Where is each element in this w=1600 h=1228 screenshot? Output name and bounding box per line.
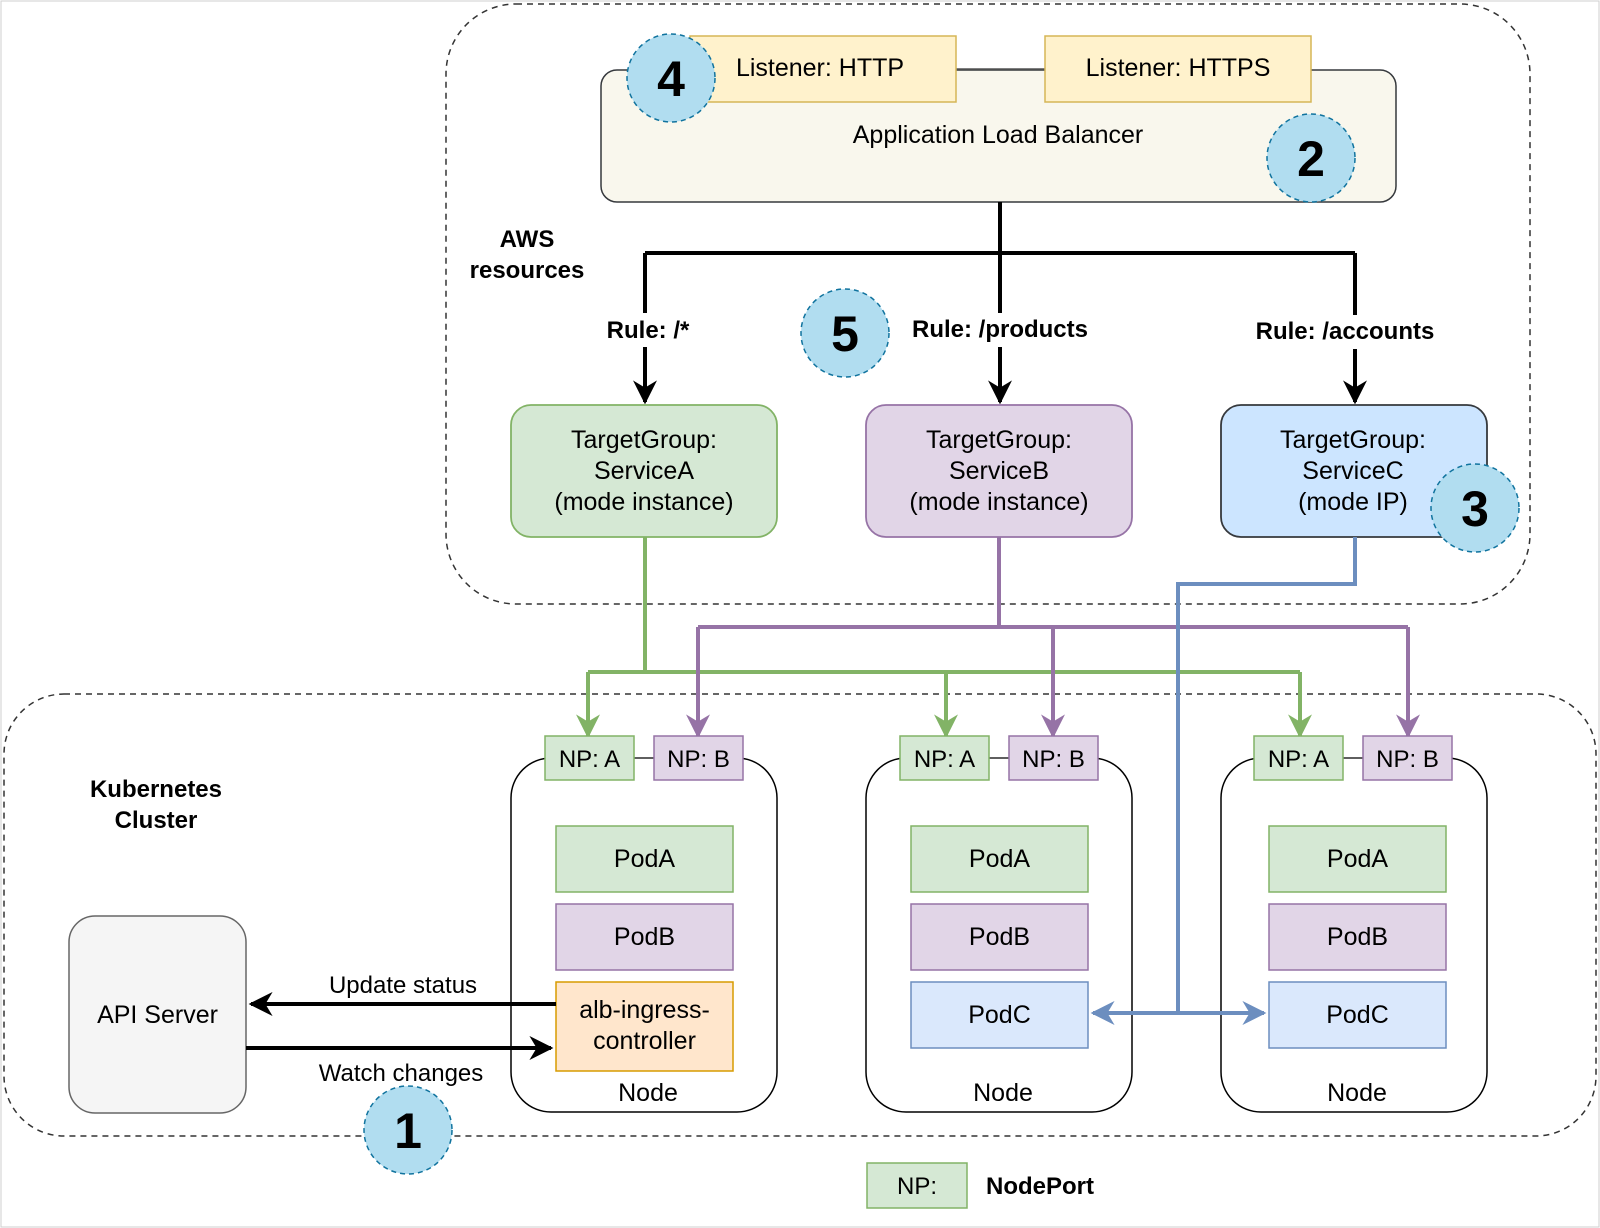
n3-node-label: Node: [1327, 1079, 1387, 1107]
tg-c-line2: ServiceC: [1302, 457, 1403, 485]
step-badge-4: 4: [626, 33, 716, 123]
n1-pod-a: [555, 825, 734, 893]
k8s-group-label-line1: Kubernetes: [90, 776, 222, 803]
n2-pod-a: [910, 825, 1089, 893]
n1-node-label: Node: [618, 1079, 678, 1107]
step-1-number: 1: [394, 1103, 422, 1159]
step-badge-1: 1: [363, 1085, 453, 1175]
alb-ingress-controller: [555, 981, 734, 1072]
legend-text: NodePort: [986, 1173, 1094, 1200]
step-5-number: 5: [831, 306, 859, 362]
controller-label-line2: controller: [593, 1027, 696, 1055]
tg-b-line1: TargetGroup:: [926, 426, 1072, 454]
api-server: [68, 915, 247, 1114]
service-b-routing: [686, 537, 1420, 739]
aws-group-label-line1: AWS: [500, 226, 555, 253]
n1-nodeport-b-label: NP: B: [667, 746, 730, 773]
step-4-number: 4: [657, 51, 685, 107]
n2-pod-a-label: PodA: [969, 845, 1030, 873]
n2-nodeport-a-label: NP: A: [914, 746, 975, 773]
n1-pod-b-label: PodB: [614, 923, 675, 951]
tg-c-line3: (mode IP): [1298, 488, 1408, 516]
n2-pod-c: [910, 981, 1089, 1049]
rule-a-label: Rule: /*: [607, 317, 690, 344]
rule-b-bg: [900, 313, 1100, 347]
n3-pod-a: [1268, 825, 1447, 893]
n2-pod-b-label: PodB: [969, 923, 1030, 951]
tg-b-line2: ServiceB: [949, 457, 1049, 485]
rule-c-label: Rule: /accounts: [1256, 318, 1435, 345]
legend-swatch: [866, 1162, 968, 1209]
n3-nodeport-b: [1362, 735, 1453, 781]
n2-nodeport-b: [1008, 735, 1099, 781]
rule-a-bg: [598, 313, 696, 347]
service-c-routing: [1090, 537, 1357, 1025]
n1-pod-b: [555, 903, 734, 971]
n2-pod-c-label: PodC: [968, 1001, 1031, 1029]
aws-group-label-line2: resources: [470, 257, 585, 284]
listener-https: [1044, 35, 1312, 103]
service-a-routing: [576, 537, 1312, 739]
update-status-label: Update status: [329, 972, 477, 999]
n3-pod-c-label: PodC: [1326, 1001, 1389, 1029]
tg-a-line1: TargetGroup:: [571, 426, 717, 454]
n3-nodeport-a-label: NP: A: [1268, 746, 1329, 773]
api-server-label: API Server: [97, 1001, 218, 1029]
tg-b-line3: (mode instance): [909, 488, 1088, 516]
n1-nodeport-a-label: NP: A: [559, 746, 620, 773]
rule-b-label: Rule: /products: [912, 316, 1088, 343]
step-badge-2: 2: [1266, 113, 1356, 203]
listener-http: [689, 35, 957, 103]
watch-changes-label: Watch changes: [319, 1060, 484, 1087]
n3-pod-b: [1268, 903, 1447, 971]
n2-node-label: Node: [973, 1079, 1033, 1107]
rule-c-bg: [1240, 315, 1440, 349]
n3-pod-b-label: PodB: [1327, 923, 1388, 951]
n1-nodeport-b: [653, 735, 744, 781]
listener-https-label: Listener: HTTPS: [1086, 54, 1271, 82]
n3-pod-a-label: PodA: [1327, 845, 1388, 873]
step-3-number: 3: [1461, 481, 1489, 537]
n2-pod-b: [910, 903, 1089, 971]
tg-a-line2: ServiceA: [594, 457, 694, 485]
alb-label: Application Load Balancer: [853, 121, 1143, 149]
n3-nodeport-a: [1253, 735, 1344, 781]
tg-a-line3: (mode instance): [554, 488, 733, 516]
n2-nodeport-b-label: NP: B: [1022, 746, 1085, 773]
n1-pod-a-label: PodA: [614, 845, 675, 873]
k8s-group-label-line2: Cluster: [115, 807, 198, 834]
tg-c-trunk: [1176, 537, 1357, 1013]
step-2-number: 2: [1297, 131, 1325, 187]
n3-pod-c: [1268, 981, 1447, 1049]
legend-swatch-label: NP:: [897, 1173, 937, 1200]
controller-label-line1: alb-ingress-: [579, 996, 710, 1024]
step-badge-3: 3: [1430, 463, 1520, 553]
step-badge-5: 5: [800, 288, 890, 378]
n2-nodeport-a: [899, 735, 990, 781]
listener-http-label: Listener: HTTP: [736, 54, 904, 82]
kubernetes-cluster-group: [3, 693, 1597, 1137]
aws-resources-group: [445, 3, 1531, 605]
n1-nodeport-a: [544, 735, 635, 781]
tg-c-line1: TargetGroup:: [1280, 426, 1426, 454]
n3-nodeport-b-label: NP: B: [1376, 746, 1439, 773]
